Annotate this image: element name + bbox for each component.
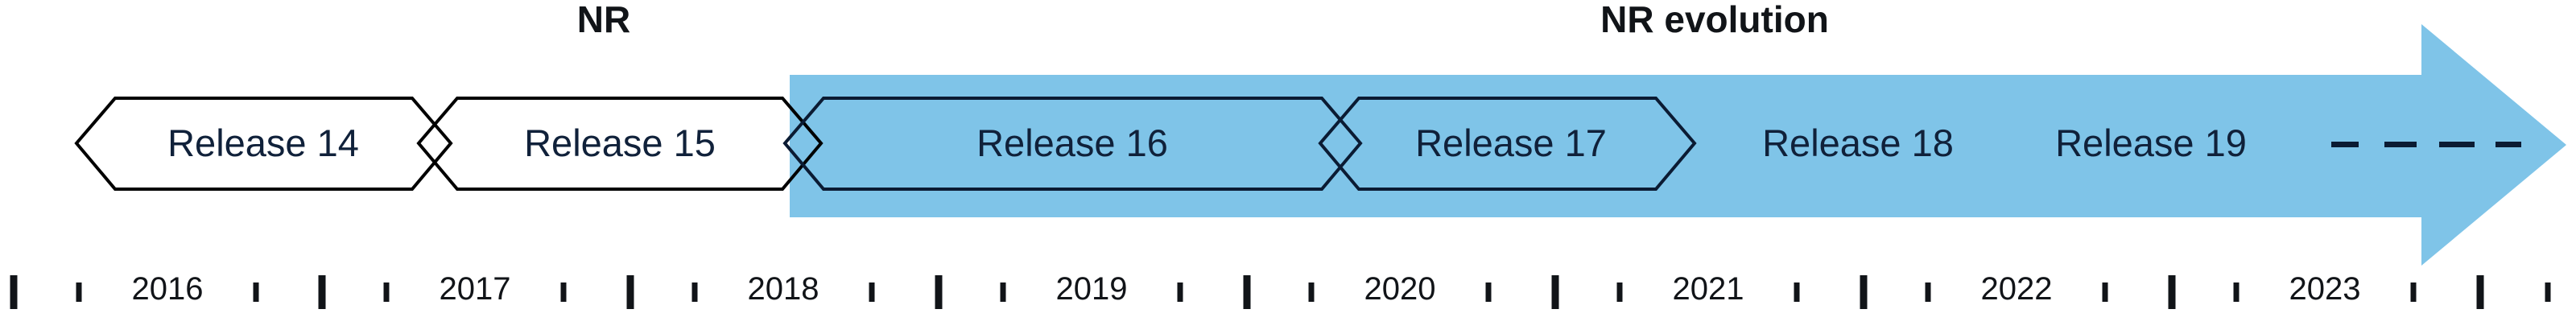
axis-minor-tick-2023-2 bbox=[2410, 282, 2417, 302]
release-hexagon-14[interactable] bbox=[74, 97, 453, 191]
release-label-19: Release 19 bbox=[2055, 122, 2247, 164]
release-hexagon-16[interactable] bbox=[782, 97, 1363, 191]
axis-major-tick-3 bbox=[626, 275, 634, 309]
axis-minor-tick-2018-2 bbox=[869, 282, 875, 302]
axis-minor-tick-2017-2 bbox=[560, 282, 567, 302]
axis-major-tick-6 bbox=[1551, 275, 1559, 309]
release-label-15: Release 15 bbox=[524, 122, 716, 164]
release-hexagon-17[interactable] bbox=[1318, 97, 1697, 191]
continuation-dash-3 bbox=[2439, 142, 2475, 147]
release-label-16: Release 16 bbox=[976, 122, 1168, 164]
release-label-14: Release 14 bbox=[167, 122, 359, 164]
axis-minor-tick-2023-1 bbox=[2233, 282, 2240, 302]
axis-minor-tick-2018-1 bbox=[691, 282, 698, 302]
axis-minor-tick-2020-1 bbox=[1308, 282, 1315, 302]
release-label-18: Release 18 bbox=[1762, 122, 1954, 164]
axis-minor-tick-2019-2 bbox=[1177, 282, 1183, 302]
axis-major-tick-7 bbox=[1860, 275, 1868, 309]
axis-year-label-2017: 2017 bbox=[440, 271, 511, 307]
continuation-dashes bbox=[2331, 142, 2521, 147]
nr-evolution-band-group bbox=[790, 24, 2566, 266]
axis-minor-tick-2022-2 bbox=[2102, 282, 2108, 302]
axis-year-label-2016: 2016 bbox=[132, 271, 204, 307]
axis-major-tick-1 bbox=[10, 275, 18, 309]
axis-minor-tick-2021-1 bbox=[1616, 282, 1623, 302]
release-label-layer: Release 14 Release 15 Release 16 Release 17… bbox=[167, 122, 2247, 164]
axis-major-tick-4 bbox=[935, 275, 943, 309]
continuation-dash-2 bbox=[2384, 142, 2417, 147]
axis-minor-tick-2017-1 bbox=[383, 282, 390, 302]
axis-minor-tick-2019-1 bbox=[1000, 282, 1006, 302]
axis-minor-tick-2020-2 bbox=[1485, 282, 1492, 302]
axis-minor-tick-2022-1 bbox=[1925, 282, 1931, 302]
axis-minor-tick-trailing bbox=[2545, 282, 2551, 302]
nr-evolution-arrow bbox=[790, 24, 2566, 266]
phase-label-nr-evolution: NR evolution bbox=[1600, 0, 1829, 40]
phase-label-layer: NR NR evolution bbox=[577, 0, 1829, 40]
axis-year-label-2018: 2018 bbox=[748, 271, 819, 307]
axis-major-tick-9 bbox=[2476, 275, 2484, 309]
axis-year-label-2021: 2021 bbox=[1673, 271, 1744, 307]
phase-label-nr: NR bbox=[577, 0, 630, 40]
continuation-dash-1 bbox=[2331, 142, 2359, 147]
release-label-17: Release 17 bbox=[1415, 122, 1607, 164]
timeline-axis: 2016 2017 2018 2019 2020 2021 2022 2023 bbox=[10, 271, 2551, 309]
axis-major-tick-5 bbox=[1243, 275, 1251, 309]
release-hexagon-layer bbox=[74, 97, 1697, 191]
axis-year-label-2023: 2023 bbox=[2289, 271, 2361, 307]
axis-year-label-2022: 2022 bbox=[1981, 271, 2053, 307]
axis-minor-tick-2021-2 bbox=[1794, 282, 1800, 302]
axis-major-tick-8 bbox=[2168, 275, 2176, 309]
axis-year-label-2020: 2020 bbox=[1364, 271, 1436, 307]
release-hexagon-15[interactable] bbox=[416, 97, 824, 191]
axis-major-tick-2 bbox=[318, 275, 326, 309]
axis-minor-tick-2016-1 bbox=[76, 282, 82, 302]
axis-year-label-2019: 2019 bbox=[1056, 271, 1128, 307]
axis-minor-tick-2016-2 bbox=[253, 282, 259, 302]
continuation-dash-4 bbox=[2496, 142, 2521, 147]
